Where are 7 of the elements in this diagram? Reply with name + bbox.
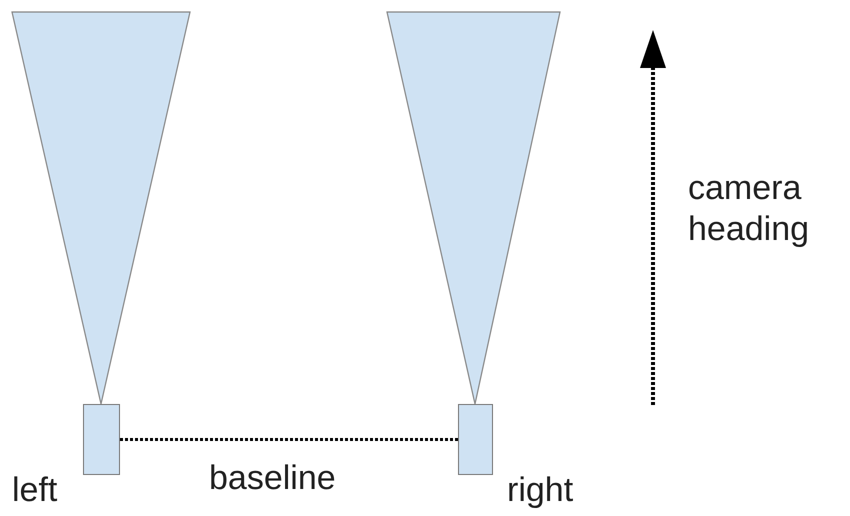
edge-label: baseline [209, 458, 336, 498]
camera-box [458, 404, 493, 475]
heading-label: camera heading [688, 168, 810, 250]
baseline-line [120, 438, 458, 441]
camera-label: left [12, 470, 58, 511]
camera-box [83, 404, 120, 475]
camera-label: right [507, 470, 574, 511]
